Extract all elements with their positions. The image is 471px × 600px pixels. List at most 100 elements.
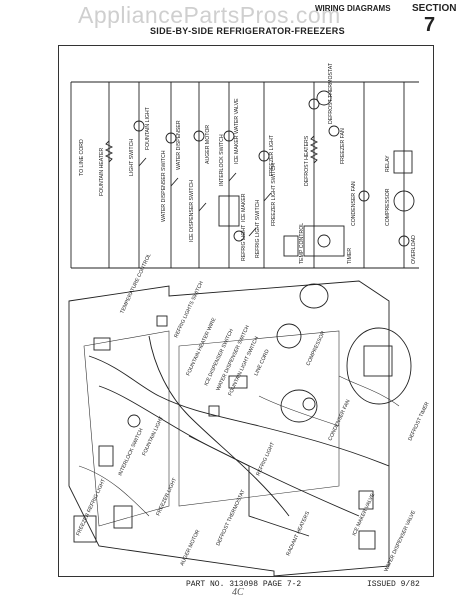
label-temp-control: TEMP CONTROL xyxy=(299,223,305,264)
label-refrig-light-switch: REFRIG LIGHT SWITCH xyxy=(255,200,261,258)
label-compressor: COMPRESSOR xyxy=(385,188,391,226)
ice-dispenser-switch-symbol xyxy=(198,202,207,212)
pic-label-line-cord: LINE CORD xyxy=(253,348,270,376)
page-title: SIDE-BY-SIDE REFRIGERATOR-FREEZERS xyxy=(150,26,345,36)
refrig-light-switch-symbol xyxy=(248,227,257,237)
harness-auger xyxy=(78,465,150,517)
harness-compressor xyxy=(338,375,400,407)
refrig-light-symbol xyxy=(233,230,245,242)
fountain-part xyxy=(228,375,248,389)
ice-light-part xyxy=(127,414,141,428)
pic-label-auger-motor: AUGER MOTOR xyxy=(179,529,201,567)
page-footer: PART NO. 313098 PAGE 7-2 ISSUED 9/82 4C xyxy=(0,578,471,600)
label-ice-maker-water-valve: ICE MAKER WATER VALVE xyxy=(234,98,240,164)
page-header: AppliancePartsPros.com WIRING DIAGRAMS S… xyxy=(0,0,471,60)
freezer-light-symbol xyxy=(258,150,270,162)
ice-maker-valve-symbol xyxy=(223,130,235,142)
temperature-control-part xyxy=(93,337,111,351)
water-dispenser-valve-part xyxy=(358,530,376,550)
pic-label-temperature-control: TEMPERATURE CONTROL xyxy=(119,253,152,315)
timer-symbol xyxy=(303,225,345,257)
label-overload: OVERLOAD xyxy=(411,235,417,264)
pic-label-radiant-heaters: RADIANT HEATERS xyxy=(285,510,311,557)
label-defrost-thermostat: DEFROST THERMOSTAT xyxy=(328,62,334,124)
cabinet-outline xyxy=(68,280,390,576)
label-condenser-fan: CONDENSER FAN xyxy=(351,181,357,226)
label-defrost-heaters: DEFROST HEATERS xyxy=(304,135,310,186)
ice-maker-valve-part xyxy=(358,490,374,510)
refrig-compartment-outline xyxy=(178,330,340,507)
label-fountain-heater: FOUNTAIN HEATER xyxy=(99,148,105,196)
wiring-diagram: TO LINE CORD FOUNTAIN HEATER LIGHT SWITC… xyxy=(68,62,431,576)
freezer-door-outline xyxy=(83,330,170,527)
label-relay: RELAY xyxy=(385,155,391,172)
compressor-part xyxy=(280,389,318,423)
label-auger-motor: AUGER MOTOR xyxy=(205,125,211,164)
pic-label-fountain-light: FOUNTAIN LIGHT xyxy=(141,415,165,457)
fountain-light-symbol xyxy=(133,120,145,132)
pic-label-refrig-light: REFRIG LIGHT xyxy=(255,441,276,477)
label-freezer-light-switch: FREEZER LIGHT SWITCH xyxy=(271,163,277,226)
label-light-switch: LIGHT SWITCH xyxy=(129,139,135,176)
pic-label-water-dispenser-valve: WATER DISPENSER VALVE xyxy=(383,509,417,573)
harness-line-cord xyxy=(258,395,340,427)
ice-maker-symbol xyxy=(218,195,240,227)
pic-label-defrost-thermostat: DEFROST THERMOSTAT xyxy=(215,488,247,547)
section-number: 7 xyxy=(424,14,436,36)
part-number: PART NO. 313098 PAGE 7-2 xyxy=(186,580,302,589)
pic-label-defrost-timer: DEFROST TIMER xyxy=(407,401,430,442)
detail-magnifier xyxy=(346,327,412,405)
auger-motor-symbol xyxy=(193,130,205,142)
compressor-terminal xyxy=(302,397,316,411)
pic-label-condenser-fan: CONDENSER FAN xyxy=(327,399,351,442)
auger-motor-part xyxy=(73,515,97,543)
label-freezer-light: FREEZER LIGHT xyxy=(269,134,275,176)
water-dispenser-symbol xyxy=(165,132,177,144)
label-water-dispenser-switch: WATER DISPENSER SWITCH xyxy=(161,150,167,222)
temp-control-symbol xyxy=(283,235,299,257)
dispenser-switch-part xyxy=(113,505,133,529)
pic-label-refrig-lights-switch: REFRIG LIGHTS SWITCH xyxy=(173,280,205,339)
compressor-symbol xyxy=(393,190,415,212)
overload-symbol xyxy=(398,235,410,247)
watermark: AppliancePartsPros.com xyxy=(78,2,341,28)
defrost-thermostat-detail xyxy=(299,283,329,309)
category-label: WIRING DIAGRAMS xyxy=(315,4,391,13)
label-freezer-fan: FREEZER FAN xyxy=(340,128,346,164)
pictorial-section: TEMPERATURE CONTROL REFRIG LIGHTS SWITCH… xyxy=(68,253,431,576)
pic-label-interlock-switch: INTERLOCK SWITCH xyxy=(117,427,144,477)
schematic-section: TO LINE CORD FOUNTAIN HEATER LIGHT SWITC… xyxy=(70,62,419,269)
diagram-frame: TO LINE CORD FOUNTAIN HEATER LIGHT SWITC… xyxy=(58,45,434,577)
label-refrig-light: REFRIG LIGHT xyxy=(241,224,247,261)
freezer-fan-symbol xyxy=(328,125,340,137)
issued-date: ISSUED 9/82 xyxy=(367,580,420,589)
label-water-dispenser: WATER DISPENSER xyxy=(176,120,182,170)
timer-motor-symbol xyxy=(317,234,331,248)
fountain-heater-symbol xyxy=(104,140,114,163)
label-ice-maker: ICE MAKER xyxy=(241,193,247,222)
harness-lower xyxy=(98,385,360,517)
freezer-light-switch-symbol xyxy=(263,192,272,202)
interlock-switch-part xyxy=(98,445,114,467)
relay-symbol xyxy=(393,150,413,174)
harness-center xyxy=(148,335,290,517)
pic-label-freezer-refrig-light: FREEZER REFRIG LIGHT xyxy=(75,477,107,536)
light-switch-symbol xyxy=(138,157,147,167)
interlock-switch-symbol xyxy=(228,172,237,182)
water-dispenser-switch-symbol xyxy=(170,177,179,187)
pic-label-compressor: COMPRESSOR xyxy=(305,330,326,367)
label-fountain-light: FOUNTAIN LIGHT xyxy=(145,106,151,150)
section-label: SECTION xyxy=(412,3,457,14)
pic-label-freezer-light: FREEZER LIGHT xyxy=(155,476,178,516)
defrost-heaters-symbol xyxy=(309,135,319,164)
defrost-timer-part xyxy=(363,345,393,377)
fountain-switch-part xyxy=(208,405,220,417)
condenser-fan-symbol xyxy=(358,190,370,202)
handwritten-mark: 4C xyxy=(232,587,244,598)
label-ice-dispenser-switch: ICE DISPENSER SWITCH xyxy=(189,180,195,242)
label-timer: TIMER xyxy=(347,248,353,264)
harness-main xyxy=(88,355,390,467)
condenser-fan-part xyxy=(276,323,302,349)
harness-bottom xyxy=(188,435,310,537)
defrost-thermostat-symbol xyxy=(308,98,320,110)
